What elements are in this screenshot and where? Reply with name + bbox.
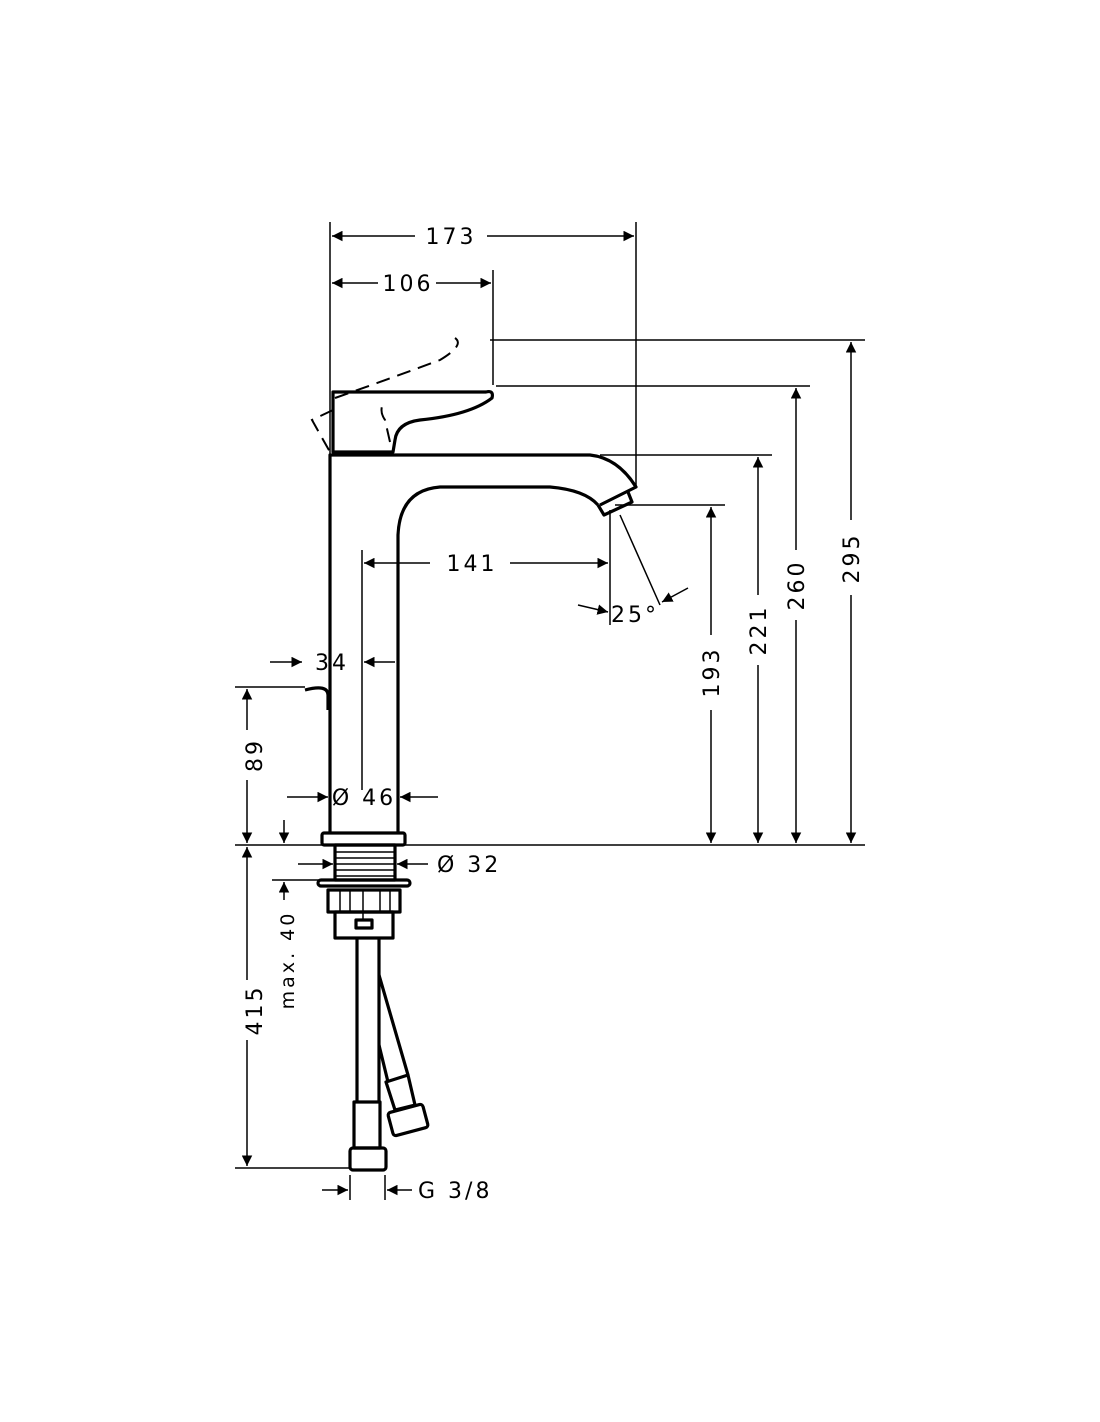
dim-body-offset: 34 [315, 651, 349, 676]
dim-spout-height: 221 [747, 605, 772, 656]
dim-outlet-height: 193 [700, 647, 725, 698]
dim-spray-angle: 25° [611, 603, 659, 628]
dim-thread-diameter: Ø 32 [437, 853, 501, 878]
dim-handle-reach: 106 [383, 272, 434, 297]
dim-handle-height: 260 [785, 560, 810, 611]
dim-hose-length: 415 [243, 985, 268, 1036]
dim-max-countertop: max. 40 [277, 911, 299, 1010]
dim-lever-height: 89 [243, 738, 268, 772]
dim-max-height: 295 [840, 533, 865, 584]
faucet-outline [304, 337, 638, 1172]
dimension-labels: 173 106 141 25° 34 Ø 46 Ø 32 G 3/8 89 41… [243, 225, 865, 1204]
dim-spout-reach: 141 [447, 552, 498, 577]
dim-body-diameter: Ø 46 [332, 786, 396, 811]
dim-connection: G 3/8 [418, 1179, 492, 1204]
dim-overall-width: 173 [426, 225, 477, 250]
dimension-lines [241, 230, 857, 1196]
extension-lines [235, 222, 865, 1200]
